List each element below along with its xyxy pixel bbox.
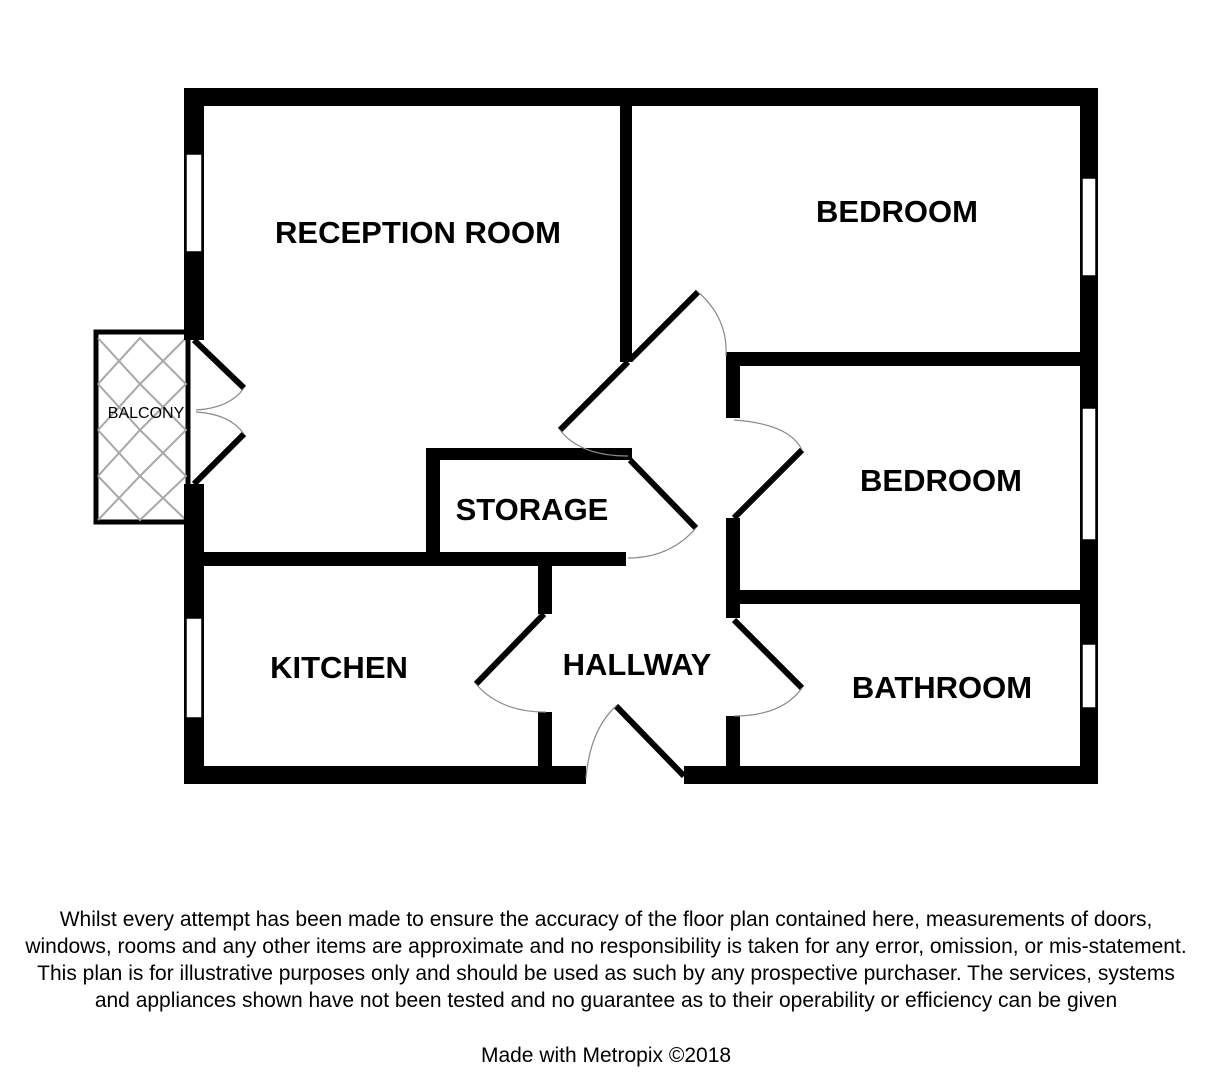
label-kitchen: KITCHEN xyxy=(270,650,408,685)
disclaimer-text: Whilst every attempt has been made to en… xyxy=(25,908,1187,1012)
windows xyxy=(185,153,1097,719)
floor-plan: RECEPTION ROOM BEDROOM BEDROOM STORAGE K… xyxy=(93,88,1098,784)
interior-walls xyxy=(200,104,1084,770)
label-balcony: BALCONY xyxy=(108,405,185,422)
window-reception xyxy=(185,153,203,253)
balcony xyxy=(93,329,191,525)
label-bathroom: BATHROOM xyxy=(852,670,1032,705)
window-bathroom xyxy=(1081,643,1097,709)
outer-walls xyxy=(184,88,1098,784)
window-kitchen xyxy=(185,617,203,719)
balcony-outline xyxy=(93,329,191,525)
window-bedroom-1 xyxy=(1081,177,1097,277)
label-storage: STORAGE xyxy=(456,492,609,527)
label-hallway: HALLWAY xyxy=(563,647,712,682)
doors xyxy=(191,289,805,779)
label-reception-room: RECEPTION ROOM xyxy=(275,215,561,250)
window-bedroom-2 xyxy=(1081,407,1097,541)
balcony-grid xyxy=(97,336,188,522)
label-bedroom-2: BEDROOM xyxy=(860,463,1022,498)
credit-text: Made with Metropix ©2018 xyxy=(480,1044,732,1067)
label-bedroom-1: BEDROOM xyxy=(816,194,978,229)
